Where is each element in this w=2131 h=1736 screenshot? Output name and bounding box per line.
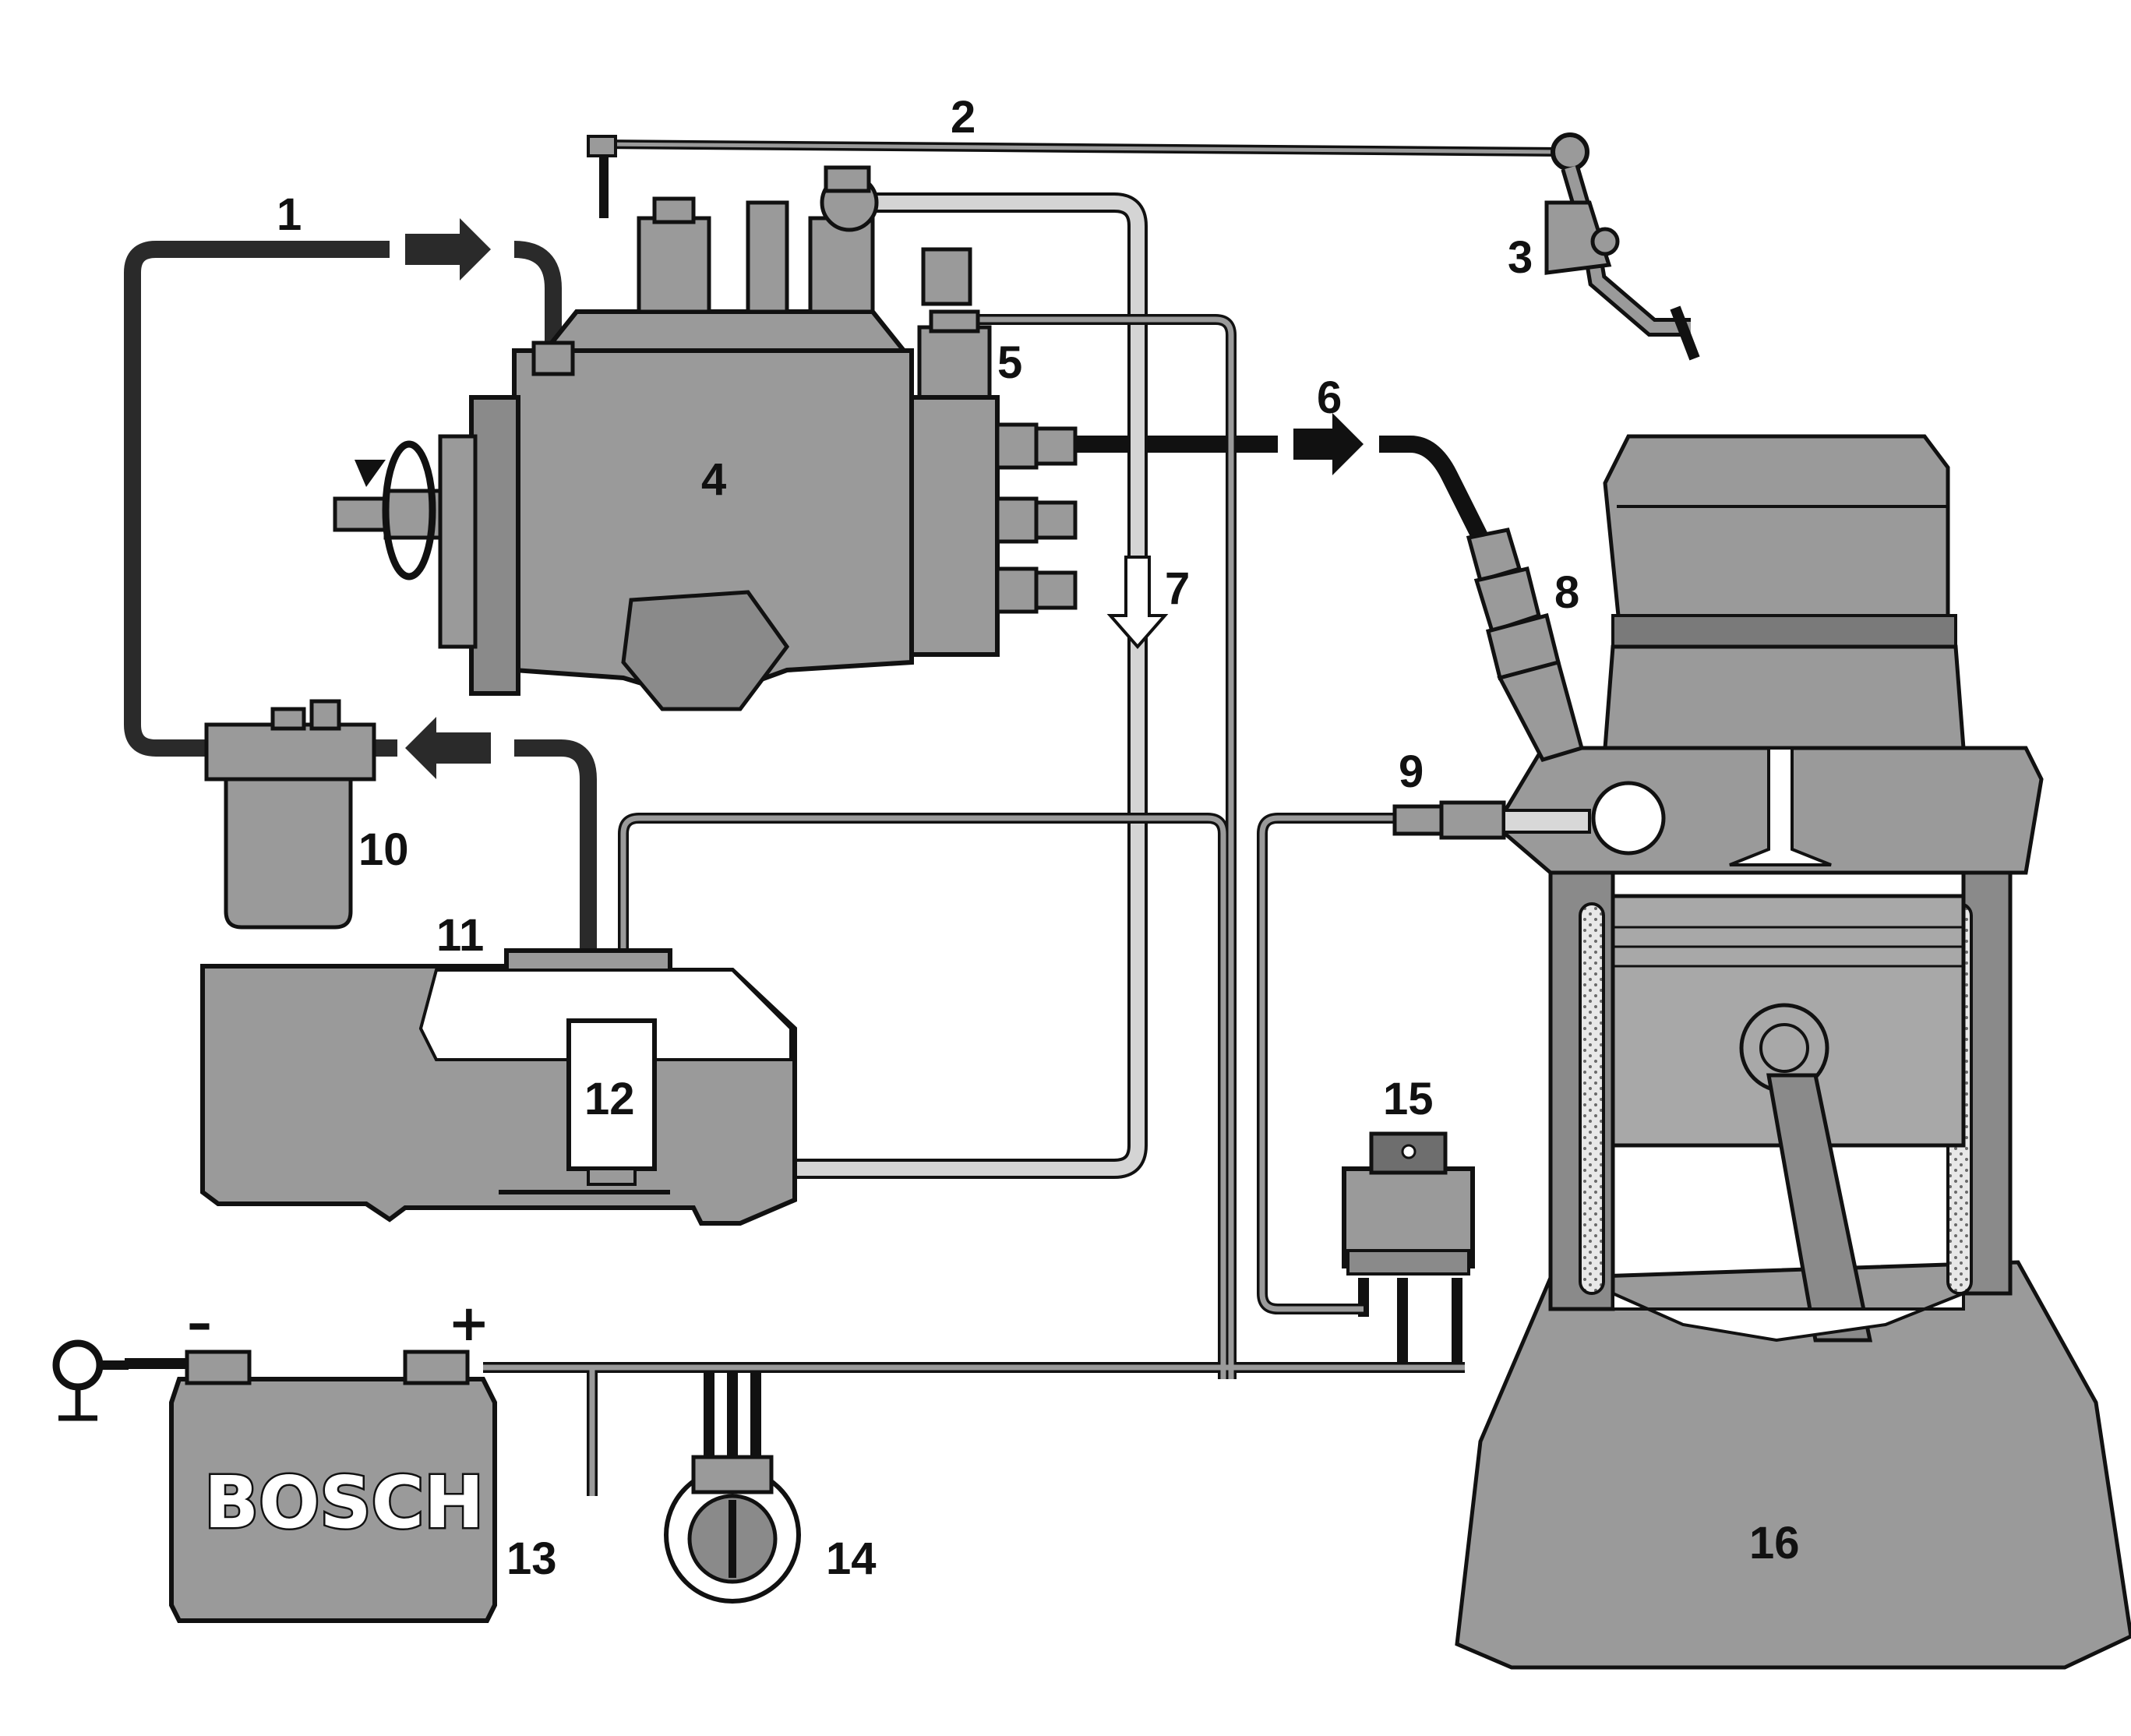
flow-arrow-1 — [405, 218, 491, 281]
accelerator-pedal — [1544, 132, 1700, 361]
battery-brand-label: BOSCH — [204, 1461, 484, 1544]
callout-8: 8 — [1554, 567, 1579, 618]
battery-positive-sign: + — [448, 1295, 490, 1353]
flow-arrow-7 — [1106, 556, 1169, 650]
injection-pump — [333, 165, 1078, 711]
fuel-tank — [200, 948, 797, 1226]
callout-7: 7 — [1165, 563, 1190, 614]
callout-14: 14 — [826, 1533, 877, 1584]
electric-fuel-pump — [566, 1018, 657, 1186]
callout-9: 9 — [1399, 746, 1424, 797]
callout-2: 2 — [951, 92, 976, 143]
flow-arrow-tank — [405, 717, 491, 779]
fuel-supply-line-1-end — [513, 241, 562, 358]
callout-6: 6 — [1317, 372, 1342, 423]
callout-4: 4 — [701, 454, 726, 505]
callout-1: 1 — [277, 189, 302, 240]
fuel-supply-line-tank — [514, 739, 597, 1005]
glow-control-unit — [1342, 1131, 1475, 1276]
callout-3: 3 — [1508, 232, 1533, 283]
fuel-filter — [204, 699, 376, 930]
engine-block — [1455, 434, 2131, 1670]
callout-15: 15 — [1383, 1074, 1434, 1124]
callout-10: 10 — [358, 824, 409, 875]
callout-12: 12 — [584, 1074, 635, 1124]
callout-5: 5 — [997, 337, 1022, 388]
glow-start-switch — [664, 1455, 801, 1604]
glow-plug — [1392, 800, 1591, 840]
callout-13: 13 — [506, 1533, 557, 1584]
flow-arrow-6 — [1293, 413, 1364, 475]
ground-terminal-icon — [52, 1339, 104, 1391]
battery-negative-sign: – — [187, 1295, 212, 1353]
fuel-supply-line-1 — [124, 241, 390, 757]
battery — [52, 1339, 497, 1623]
rotation-arrow-icon — [382, 440, 436, 580]
injector-nozzle — [1466, 528, 1585, 762]
shutoff-solenoid — [917, 309, 992, 408]
callout-16: 16 — [1749, 1518, 1800, 1568]
callout-11: 11 — [436, 910, 484, 961]
